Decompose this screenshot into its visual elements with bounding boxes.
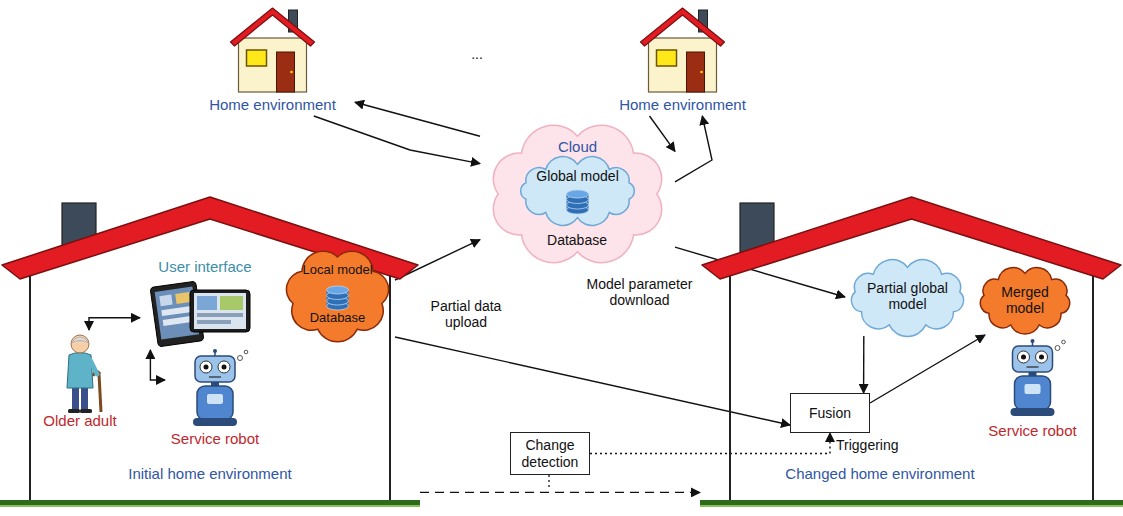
model-cloud: Global model [515, 156, 640, 226]
ellipsis-label: ... [460, 46, 494, 62]
model-cloud: Merged model [975, 265, 1075, 335]
connector [675, 116, 712, 182]
house-label: Initial home environment [60, 465, 360, 482]
person-label: Older adult [30, 412, 130, 429]
process-box: Fusion [790, 393, 870, 433]
home-label: Home environment [600, 96, 765, 113]
ground-bar [700, 500, 1123, 505]
database-label: Database [532, 232, 622, 248]
model-cloud: Local modelDatabase [280, 245, 395, 345]
process-box: Change detection [510, 432, 590, 475]
robot-label: Service robot [165, 430, 265, 447]
tablet-icon: User interface [140, 258, 270, 350]
connector [650, 116, 676, 151]
house-outline [0, 195, 420, 500]
edge-label: Partial data upload [420, 298, 512, 330]
ground-bar [700, 505, 1123, 507]
home-house: Home environment [600, 2, 765, 116]
house-outline: Changed home environment Partial global m… [700, 195, 1123, 500]
house-outline: Initial home environment User interfaceOl… [0, 195, 420, 500]
box-label: Change detection [516, 437, 584, 469]
connector [314, 116, 480, 164]
connector [590, 433, 830, 454]
model-label: Global model [515, 168, 640, 184]
connector [870, 335, 985, 403]
model-cloud [515, 156, 640, 226]
leader-line [548, 475, 549, 489]
model-cloud [280, 245, 395, 345]
connector [355, 102, 480, 136]
ground-bar [0, 505, 420, 507]
model-cloud: Partial global model [845, 258, 970, 336]
person-figure: Older adult [35, 330, 125, 430]
connector [420, 492, 700, 493]
model-label: Local model [280, 263, 395, 278]
robot-figure: Service robot [165, 348, 265, 448]
house-label: Changed home environment [720, 465, 1040, 482]
ground-bar [0, 500, 420, 505]
robot-label: Service robot [982, 422, 1083, 439]
connector [150, 350, 165, 380]
model-label: Partial global model [860, 280, 955, 312]
home-label: Home environment [190, 96, 355, 113]
edge-label: Model parameter download [572, 276, 707, 308]
interface-label: User interface [140, 258, 270, 275]
robot-figure: Service robot [985, 338, 1080, 443]
connector [89, 318, 140, 330]
connector [863, 336, 865, 393]
box-label: Fusion [809, 405, 851, 421]
cloud-label: Cloud [480, 138, 675, 155]
model-label: Merged model [985, 284, 1065, 316]
edge-label: Triggering [836, 437, 916, 453]
connector [395, 240, 480, 280]
home-house: Home environment [190, 2, 355, 116]
model-label: Database [280, 311, 395, 326]
